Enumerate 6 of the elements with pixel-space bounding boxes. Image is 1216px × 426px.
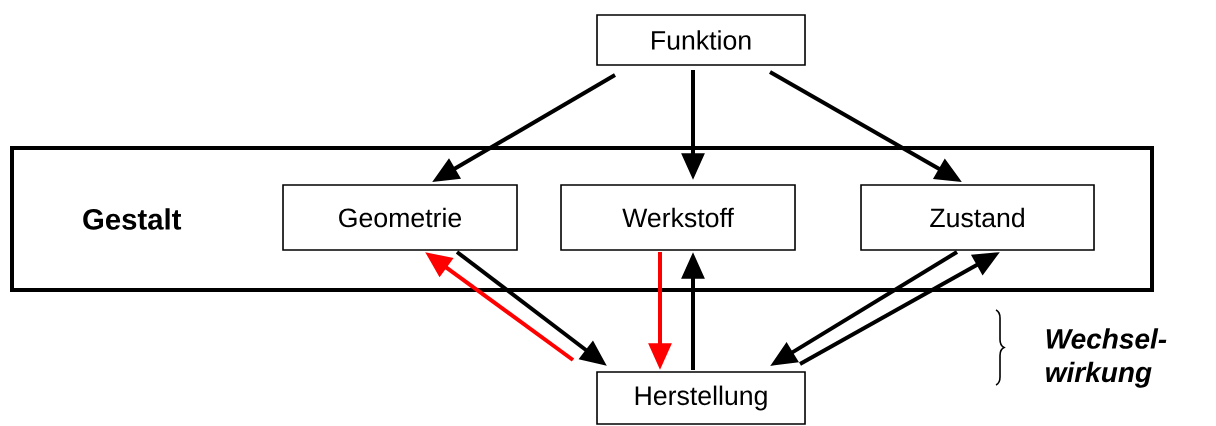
process-box: Herstellung xyxy=(596,371,806,425)
annotation-label: Wechsel- wirkung xyxy=(1046,328,1167,388)
process-box: Funktion xyxy=(596,14,806,66)
process-box: Geometrie xyxy=(282,184,518,251)
process-box: Werkstoff xyxy=(560,184,796,251)
process-box: Zustand xyxy=(860,184,1095,251)
